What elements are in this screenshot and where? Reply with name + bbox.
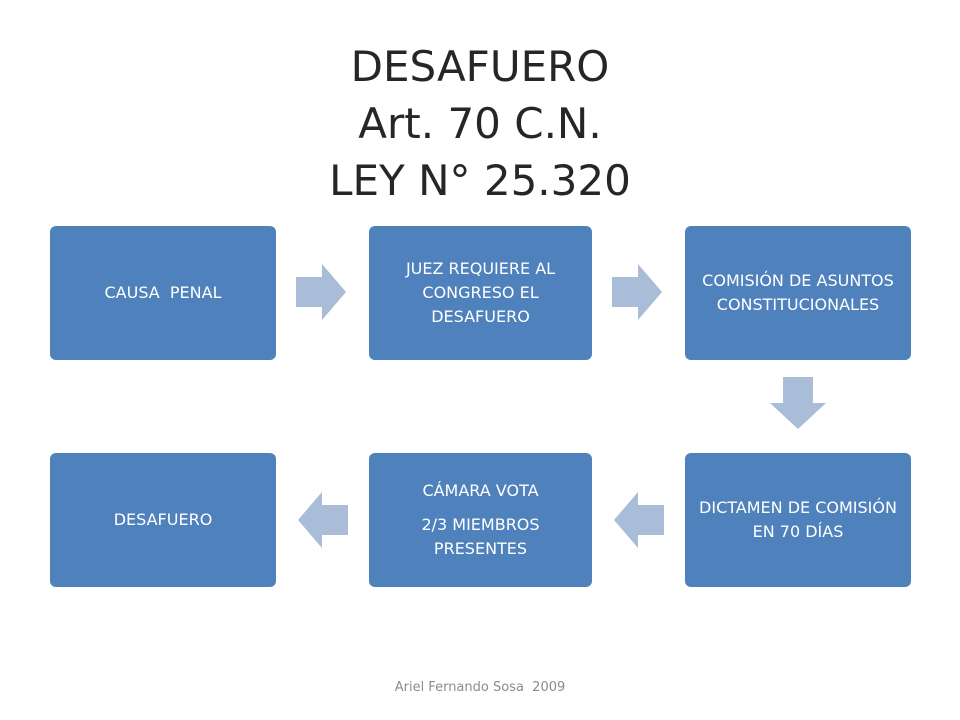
step-juez-requiere-label: JUEZ REQUIERE AL CONGRESO EL DESAFUERO [405,259,556,326]
step-dictamen: DICTAMEN DE COMISIÓN EN 70 DÍAS [685,453,911,587]
arrow-left-2-icon [298,492,348,548]
footer-credit: Ariel Fernando Sosa 2009 [394,680,566,695]
page-title: DESAFUERO Art. 70 C.N. LEY N° 25.320 [0,38,960,209]
arrow-down-icon [770,377,826,429]
step-desafuero: DESAFUERO [50,453,276,587]
title-line-3: LEY N° 25.320 [329,156,631,205]
step-juez-requiere: JUEZ REQUIERE AL CONGRESO EL DESAFUERO [369,226,592,360]
step-camara-vota-label: CÁMARA VOTA [422,481,539,500]
step-dictamen-label: DICTAMEN DE COMISIÓN EN 70 DÍAS [699,498,897,541]
step-camara-vota: CÁMARA VOTA 2/3 MIEMBROS PRESENTES [369,453,592,587]
step-miembros-label: 2/3 MIEMBROS PRESENTES [421,515,540,558]
step-causa-penal: CAUSA PENAL [50,226,276,360]
arrow-right-2-icon [612,264,662,320]
step-comision: COMISIÓN DE ASUNTOS CONSTITUCIONALES [685,226,911,360]
step-comision-label: COMISIÓN DE ASUNTOS CONSTITUCIONALES [702,271,894,314]
arrow-left-1-icon [614,492,664,548]
step-causa-penal-label: CAUSA PENAL [104,283,222,302]
title-line-2: Art. 70 C.N. [358,99,602,148]
arrow-right-1-icon [296,264,346,320]
step-desafuero-label: DESAFUERO [113,510,213,529]
title-line-1: DESAFUERO [350,42,610,91]
